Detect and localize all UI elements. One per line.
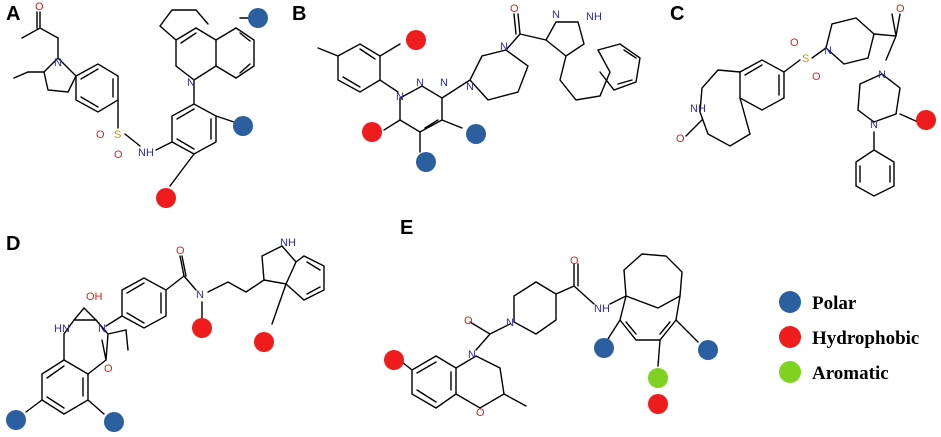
hydrophobic-site-marker <box>916 110 936 130</box>
atom-s: S <box>802 53 809 65</box>
atom-n: N <box>98 323 106 335</box>
atom-nh: NH <box>280 237 296 249</box>
atom-n: N <box>824 45 832 57</box>
polar-site-marker <box>233 116 253 136</box>
atom-n: N <box>416 77 424 89</box>
atom-o: O <box>896 3 905 15</box>
hydrophobic-site-marker <box>362 122 382 142</box>
polar-site-marker <box>466 124 486 144</box>
polar-site-marker <box>416 152 436 172</box>
polar-legend-swatch <box>779 291 801 313</box>
polar-site-marker <box>594 338 614 358</box>
atom-s: S <box>114 129 121 141</box>
hydrophobic-site-marker <box>384 350 404 370</box>
atom-o: O <box>464 315 473 327</box>
atom-oh: OH <box>86 291 103 303</box>
atom-nh: NH <box>138 147 154 159</box>
atom-n: N <box>396 91 404 103</box>
polar-site-marker <box>6 410 26 430</box>
atom-n: N <box>196 289 204 301</box>
atom-o: O <box>510 3 519 15</box>
atom-n: N <box>878 69 886 81</box>
panel-label-e: E <box>400 217 413 239</box>
atom-o: O <box>570 255 579 267</box>
atom-n: N <box>870 119 878 131</box>
molecule-e: E N O O N O NH <box>384 217 718 419</box>
molecule-a: A O N S O O NH N <box>6 1 268 208</box>
atom-o: O <box>35 1 44 13</box>
atom-o: O <box>476 407 485 419</box>
atom-n: N <box>466 81 474 93</box>
polar-site-marker <box>698 340 718 360</box>
hydrophobic-legend-swatch <box>779 326 801 348</box>
atom-n: N <box>500 41 508 53</box>
atom-o: O <box>114 149 123 161</box>
molecule-d: D O HN N OH O N NH <box>6 233 325 432</box>
atom-n: N <box>552 9 560 21</box>
atom-nh: NH <box>594 303 610 315</box>
atom-o: O <box>104 363 113 375</box>
atom-nh: NH <box>690 103 706 115</box>
panel-label-c: C <box>670 3 684 25</box>
panel-label-d: D <box>6 233 20 255</box>
hydrophobic-site-marker <box>192 318 212 338</box>
hydrophobic-site-marker <box>406 30 426 50</box>
panel-label-b: B <box>292 3 306 25</box>
polar-site-marker <box>248 8 268 28</box>
atom-n: N <box>54 57 62 69</box>
molecule-c: C NH O S O O N O N N <box>670 3 936 197</box>
hydrophobic-site-marker <box>648 394 668 414</box>
atom-n: N <box>468 349 476 361</box>
atom-n: N <box>506 317 514 329</box>
legend: Polar Hydrophobic Aromatic <box>779 291 919 384</box>
atom-o: O <box>676 133 685 145</box>
aromatic-legend-swatch <box>779 361 801 383</box>
atom-hn: HN <box>54 323 70 335</box>
polar-site-marker <box>104 412 124 432</box>
atom-n: N <box>440 77 448 89</box>
atom-o: O <box>176 245 185 257</box>
hydrophobic-site-marker <box>254 332 274 352</box>
atom-nh: NH <box>586 11 602 23</box>
legend-label-polar: Polar <box>812 293 857 314</box>
legend-label-hydrophobic: Hydrophobic <box>812 328 919 349</box>
aromatic-site-marker <box>648 368 668 388</box>
atom-o: O <box>790 37 799 49</box>
atom-o: O <box>812 71 821 83</box>
panel-label-a: A <box>6 3 20 25</box>
legend-label-aromatic: Aromatic <box>812 363 889 384</box>
hydrophobic-site-marker <box>156 188 176 208</box>
molecule-b: B N N N N N O N NH <box>292 3 641 172</box>
atom-n: N <box>187 77 195 89</box>
atom-o: O <box>96 129 105 141</box>
